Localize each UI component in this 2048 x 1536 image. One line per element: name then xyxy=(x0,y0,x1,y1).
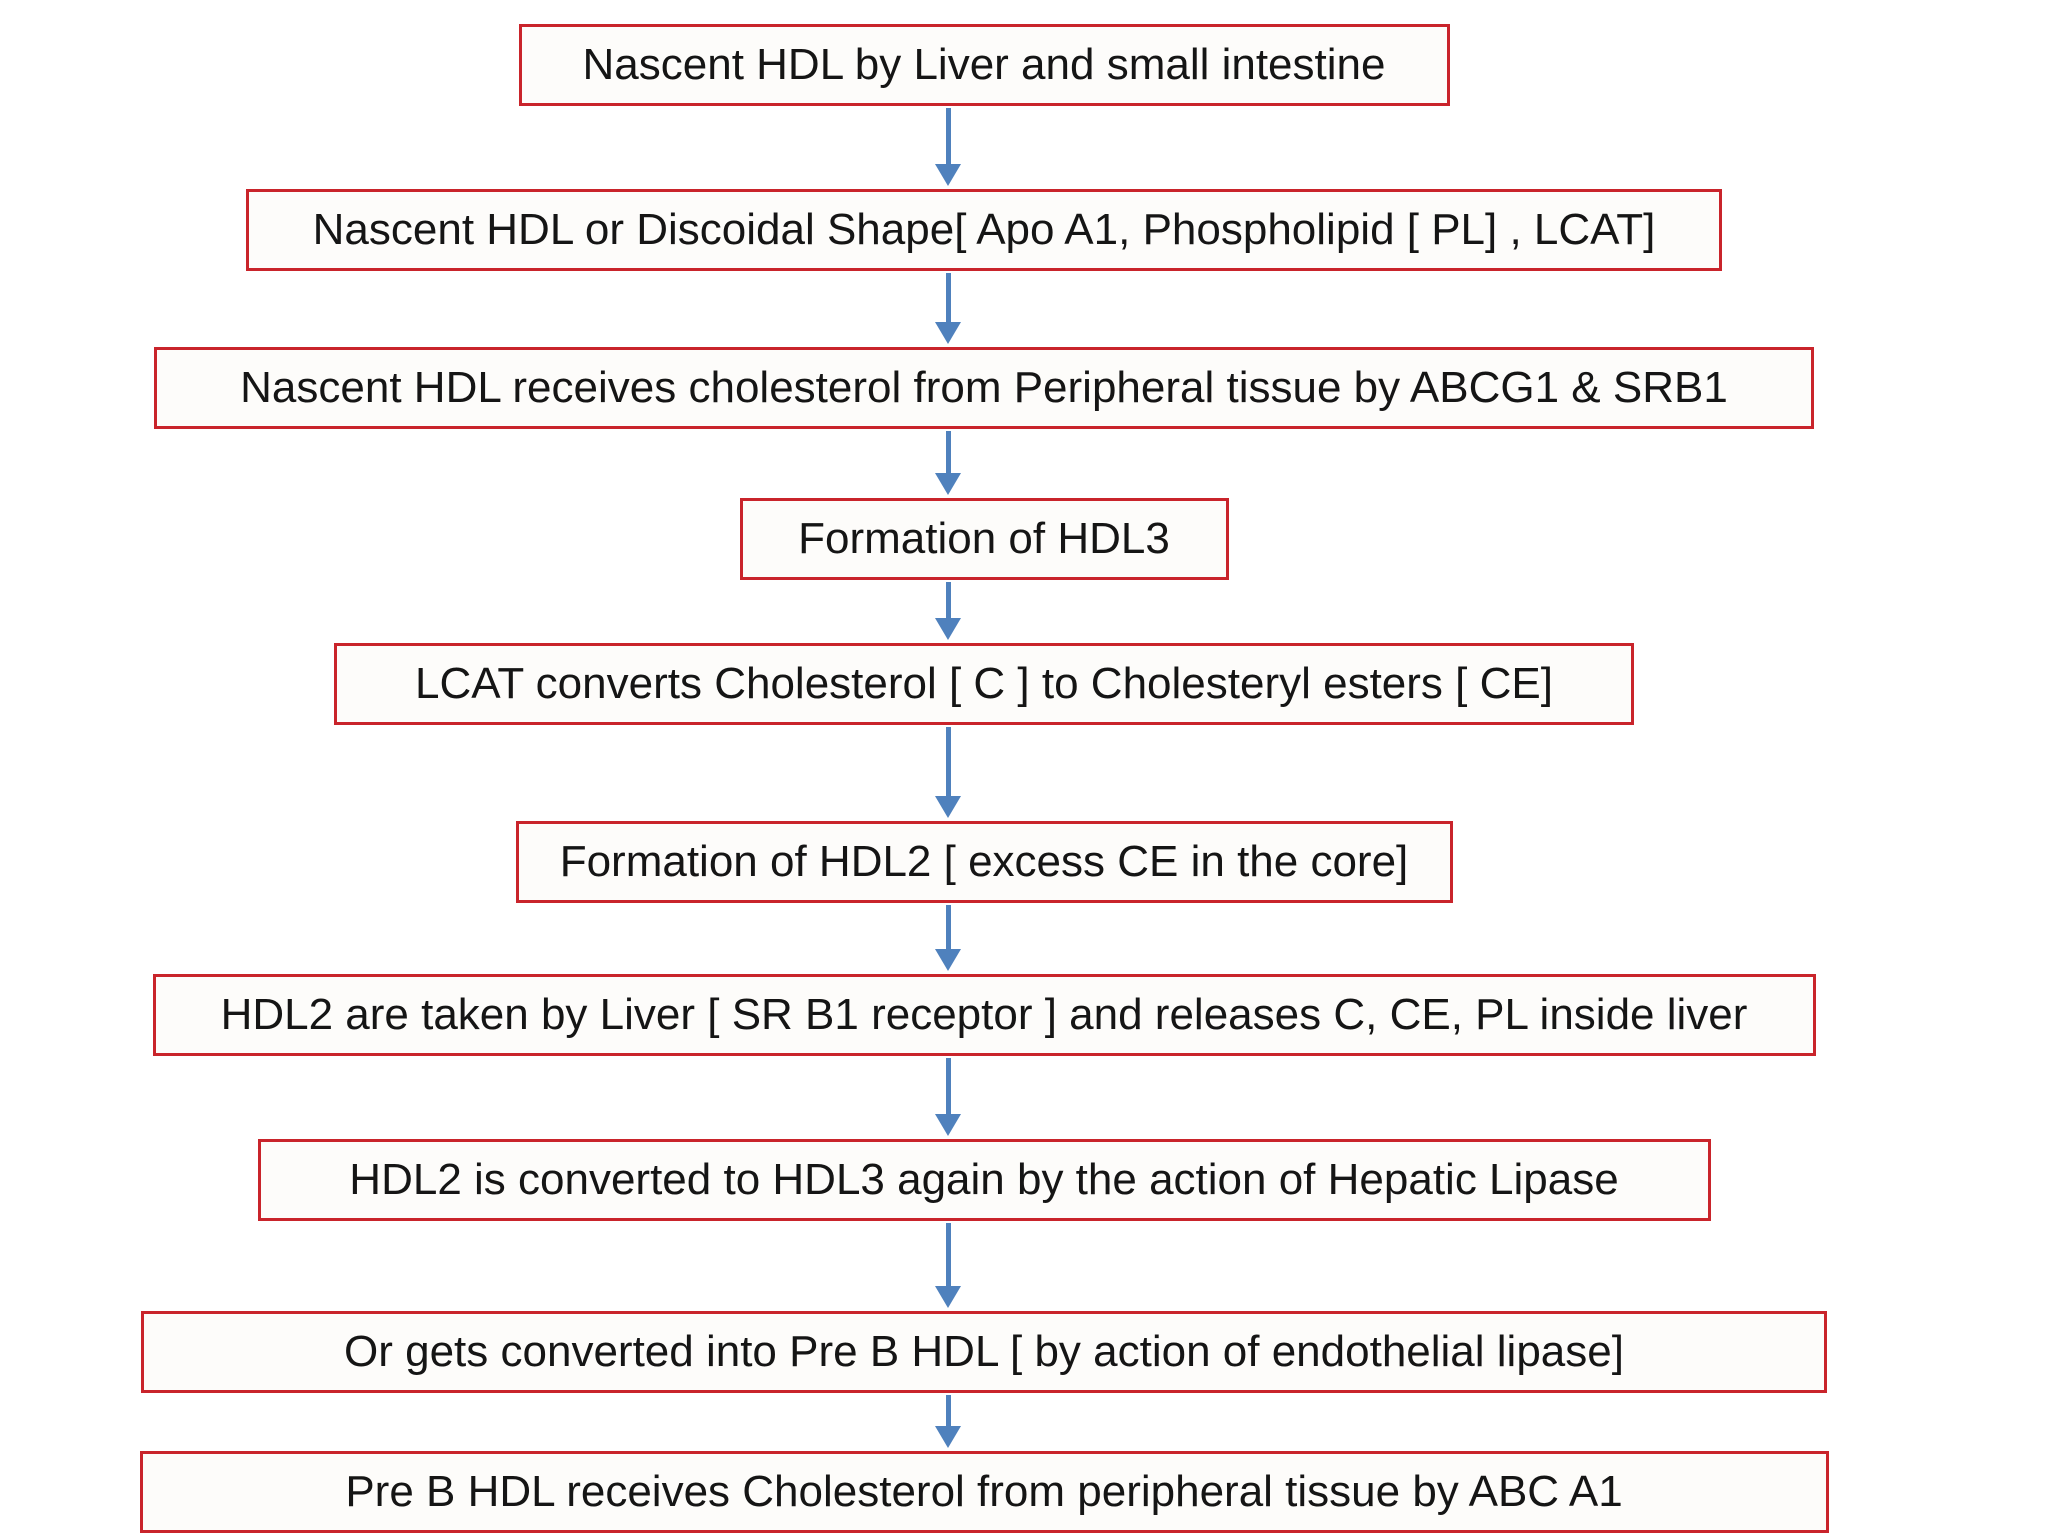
arrow-stem xyxy=(945,273,951,322)
arrow-stem xyxy=(945,1223,951,1286)
flow-step-nascent-hdl-origin: Nascent HDL by Liver and small intestine xyxy=(518,24,1450,106)
arrow-stem xyxy=(945,1395,951,1426)
arrow-head xyxy=(935,1286,961,1308)
arrow-stem xyxy=(945,727,951,796)
arrow-stem xyxy=(945,1058,951,1114)
down-arrow-icon xyxy=(935,903,961,974)
arrow-head xyxy=(935,322,961,344)
arrow-head xyxy=(935,796,961,818)
down-arrow-icon xyxy=(935,725,961,821)
arrow-head xyxy=(935,164,961,186)
flow-step-hdl2-liver-uptake: HDL2 are taken by Liver [ SR B1 receptor… xyxy=(152,974,1816,1056)
flow-step-formation-hdl2: Formation of HDL2 [ excess CE in the cor… xyxy=(515,821,1453,903)
arrow-head xyxy=(935,1426,961,1448)
down-arrow-icon xyxy=(935,271,961,347)
down-arrow-icon xyxy=(935,1221,961,1311)
flow-step-receives-cholesterol: Nascent HDL receives cholesterol from Pe… xyxy=(154,347,1814,429)
down-arrow-icon xyxy=(935,106,961,189)
arrow-stem xyxy=(945,582,951,618)
arrow-head xyxy=(935,1114,961,1136)
flow-step-hdl2-to-hdl3: HDL2 is converted to HDL3 again by the a… xyxy=(257,1139,1711,1221)
down-arrow-icon xyxy=(935,429,961,498)
down-arrow-icon xyxy=(935,580,961,643)
flow-step-pre-b-hdl-receives: Pre B HDL receives Cholesterol from peri… xyxy=(139,1451,1829,1533)
hdl-metabolism-flowchart: Nascent HDL by Liver and small intestine… xyxy=(0,24,2008,1533)
arrow-stem xyxy=(945,905,951,949)
arrow-head xyxy=(935,949,961,971)
flow-step-pre-b-hdl-conversion: Or gets converted into Pre B HDL [ by ac… xyxy=(141,1311,1827,1393)
down-arrow-icon xyxy=(935,1393,961,1451)
flow-step-discoidal-shape: Nascent HDL or Discoidal Shape[ Apo A1, … xyxy=(246,189,1722,271)
arrow-head xyxy=(935,618,961,640)
down-arrow-icon xyxy=(935,1056,961,1139)
flow-step-lcat-conversion: LCAT converts Cholesterol [ C ] to Chole… xyxy=(334,643,1634,725)
arrow-stem xyxy=(945,431,951,473)
arrow-stem xyxy=(945,108,951,164)
arrow-head xyxy=(935,473,961,495)
flow-step-formation-hdl3: Formation of HDL3 xyxy=(739,498,1229,580)
